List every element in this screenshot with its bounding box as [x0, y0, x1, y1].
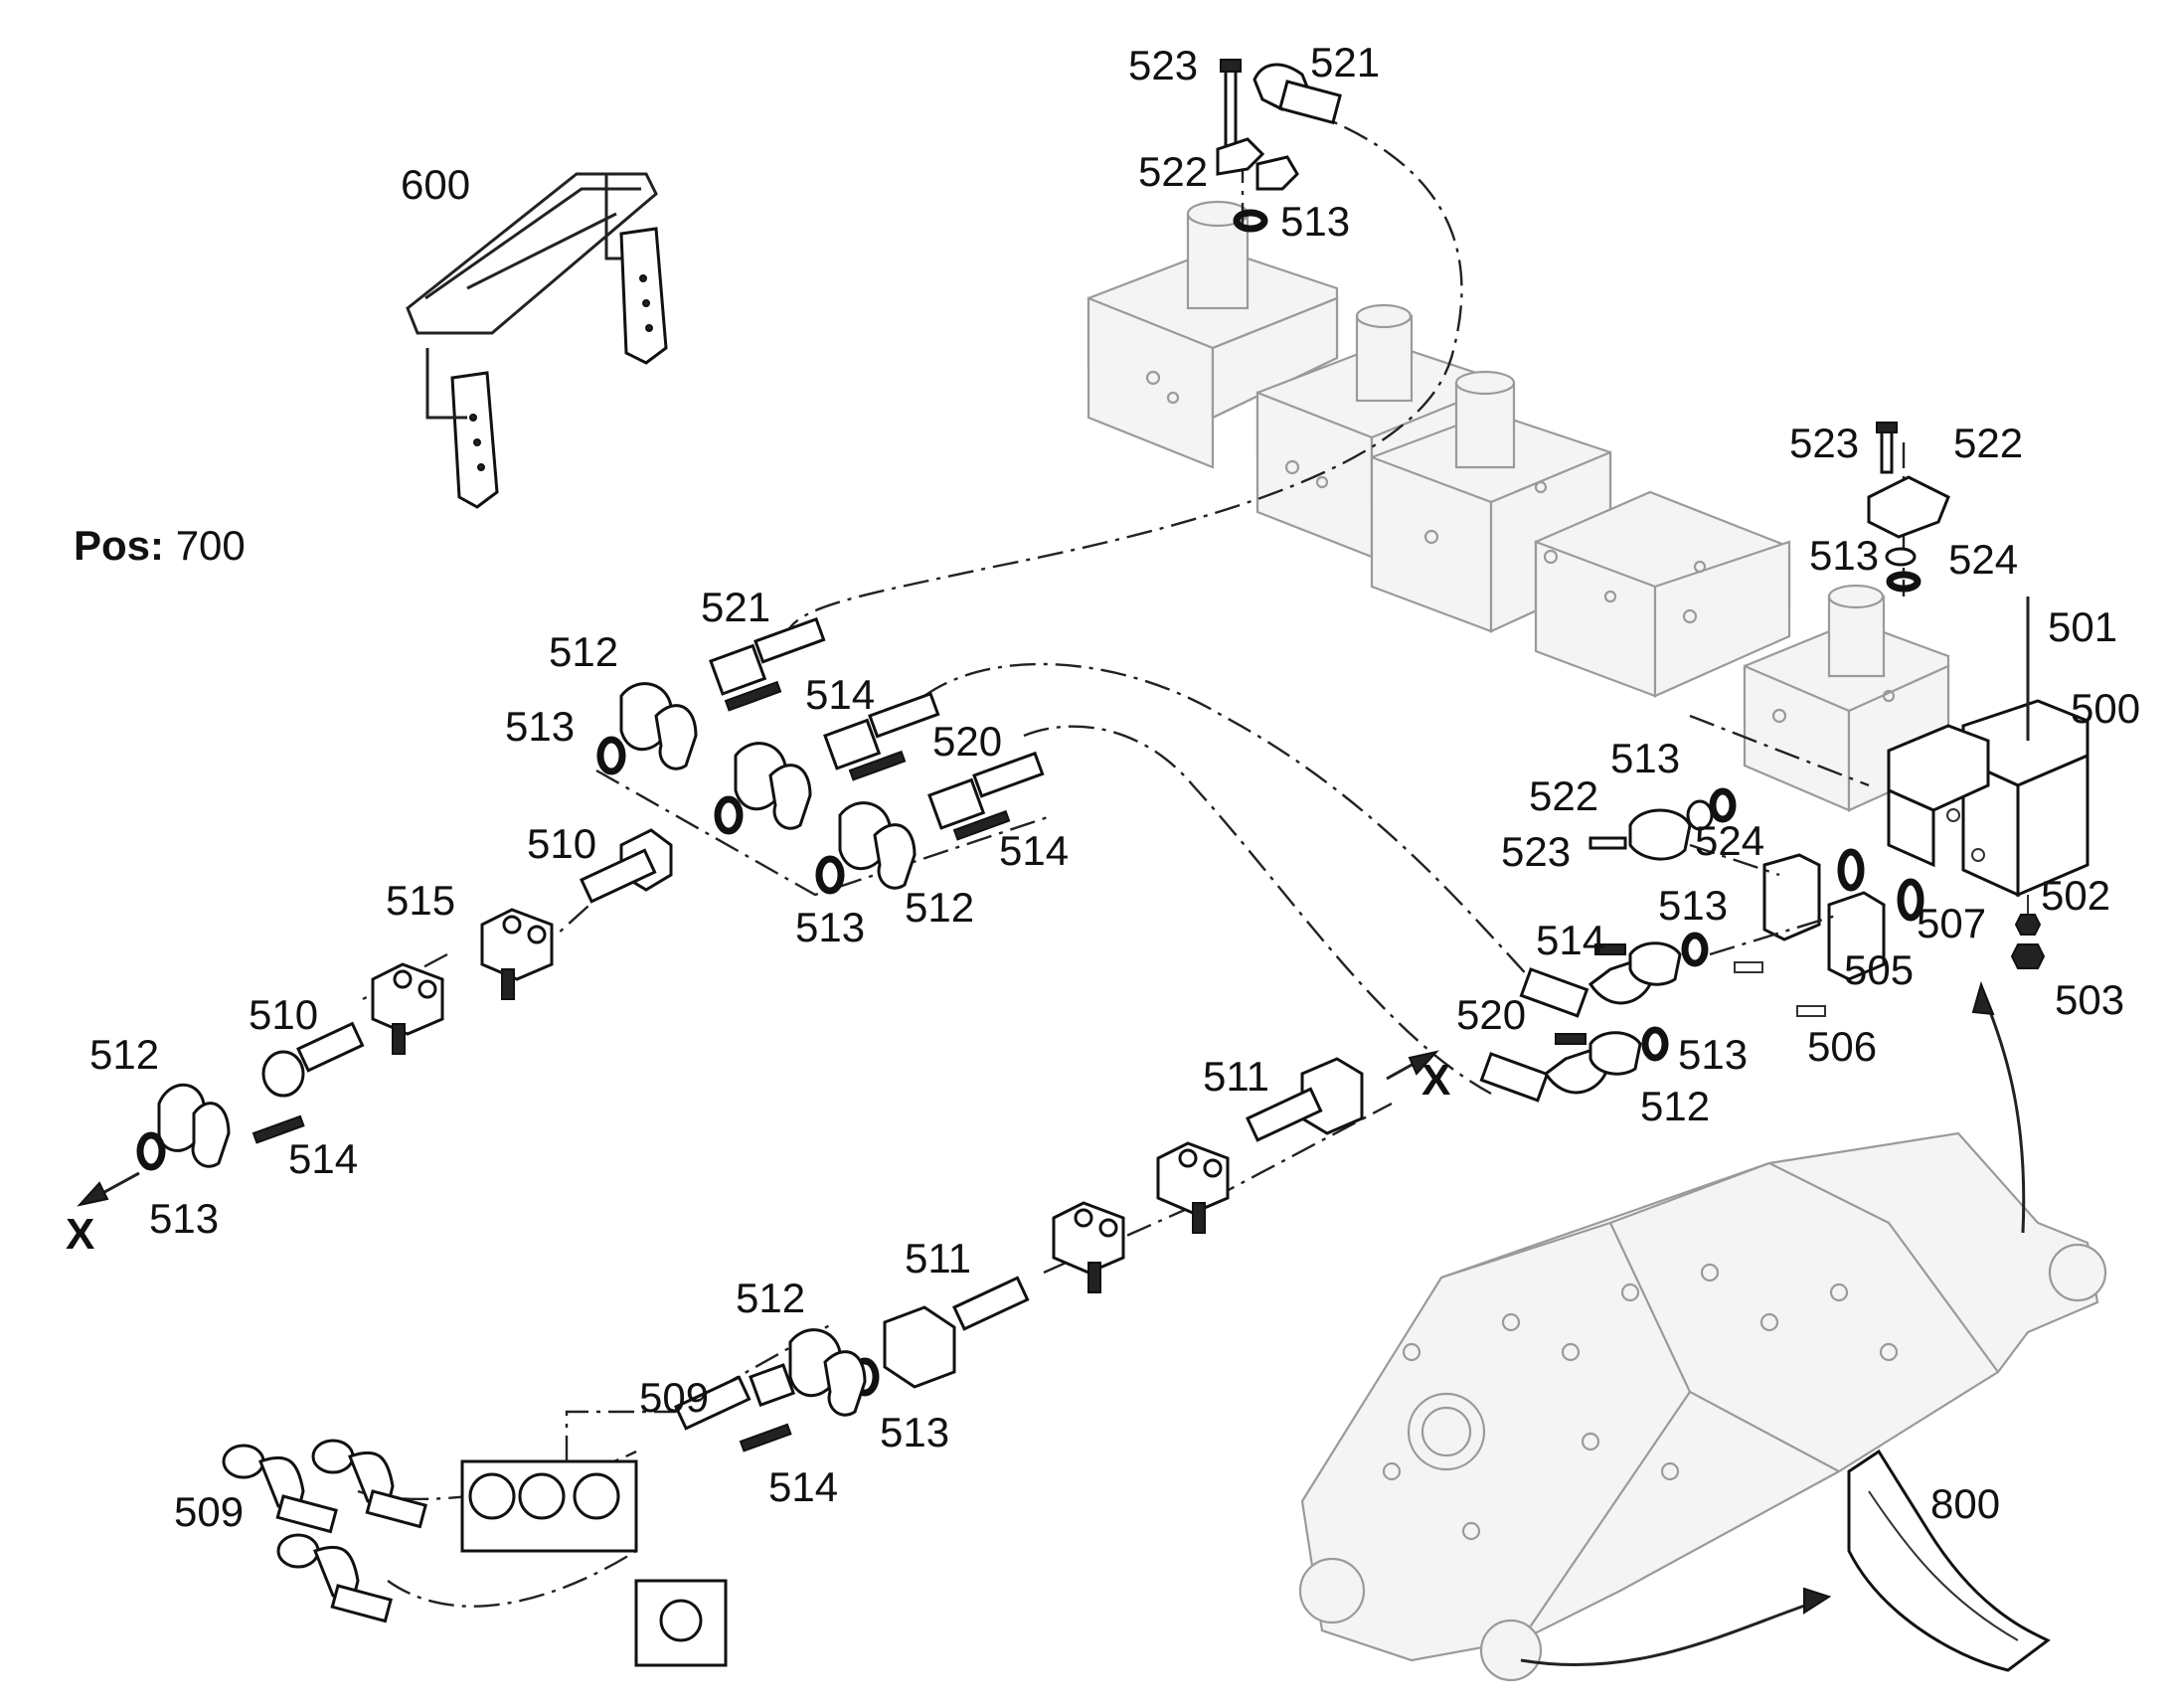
flange-pair	[1734, 848, 1924, 1017]
label-515: 515	[386, 877, 456, 924]
middle-right-fitting-group	[1588, 787, 1737, 861]
label-512-far-left: 512	[89, 1031, 160, 1078]
label-600: 600	[401, 161, 471, 208]
label-513-top: 513	[1280, 198, 1351, 245]
label-521-top: 521	[1310, 39, 1381, 85]
direction-arrows	[77, 1050, 1439, 1207]
label-502: 502	[2041, 872, 2111, 919]
x-marker-left: X	[66, 1210, 95, 1259]
label-523-mid-right: 523	[1501, 828, 1572, 875]
label-513-right: 513	[1809, 532, 1880, 579]
label-513-right-lower: 513	[1658, 882, 1729, 929]
boom-structure	[1298, 1131, 2107, 1682]
label-513-far-left: 513	[149, 1195, 220, 1242]
label-510-upper: 510	[527, 820, 597, 867]
label-509-left: 509	[174, 1488, 245, 1535]
left-upper-hose-ends	[596, 616, 1045, 895]
label-513-left-upper: 513	[505, 703, 576, 750]
right-top-fitting-group	[1867, 422, 1950, 593]
label-520-right: 520	[1456, 991, 1527, 1038]
label-514-right: 514	[1536, 917, 1606, 963]
label-505: 505	[1844, 946, 1915, 993]
valve-block-assembly	[1086, 200, 1950, 812]
left-pipe-run	[136, 828, 673, 1171]
label-514-left-upper: 514	[805, 671, 876, 718]
label-523-right: 523	[1789, 420, 1860, 466]
label-520-left: 520	[932, 718, 1003, 765]
label-513-bottom: 513	[880, 1409, 950, 1455]
label-511-center: 511	[905, 1235, 971, 1281]
handrail	[406, 172, 668, 509]
bottom-left-hoses	[222, 1410, 728, 1667]
label-512-bottom: 512	[736, 1275, 806, 1321]
label-512-right: 512	[1640, 1083, 1711, 1129]
label-800: 800	[1930, 1480, 2001, 1527]
label-511-right: 511	[1203, 1053, 1269, 1100]
label-524-mid-right: 524	[1695, 817, 1765, 864]
label-512-left-middle: 512	[905, 884, 975, 931]
label-523-top: 523	[1128, 42, 1199, 88]
x-marker-right: X	[1421, 1056, 1451, 1105]
label-512-left-upper: 512	[549, 628, 619, 675]
label-509-center: 509	[639, 1374, 710, 1421]
label-500: 500	[2071, 685, 2141, 732]
top-fitting-group	[1216, 59, 1342, 233]
label-514-left-middle: 514	[999, 827, 1070, 874]
position-value: 700	[175, 522, 246, 569]
position-prefix: Pos:	[74, 522, 165, 569]
label-513-left-lower: 513	[795, 904, 866, 950]
label-513-mid-right: 513	[1610, 735, 1681, 781]
label-522-right: 522	[1953, 420, 2024, 466]
guard-part	[1847, 1449, 2051, 1672]
reference-arrows	[1520, 980, 2026, 1667]
label-514-far-left: 514	[288, 1135, 359, 1182]
manifold-block	[1887, 597, 2089, 969]
label-524-right: 524	[1948, 536, 2019, 583]
position-note: Pos: 700	[74, 525, 246, 567]
label-513-right-bottom: 513	[1678, 1031, 1749, 1078]
center-pipe-run	[674, 1057, 1364, 1452]
label-507: 507	[1917, 900, 1987, 946]
label-522-mid-right: 522	[1529, 772, 1599, 819]
lower-right-elbows	[1479, 932, 1709, 1103]
label-522-top: 522	[1138, 148, 1209, 195]
label-501: 501	[2048, 603, 2118, 650]
label-506: 506	[1807, 1023, 1878, 1070]
label-503: 503	[2055, 976, 2125, 1023]
label-514-bottom: 514	[768, 1463, 839, 1510]
label-510-lower: 510	[249, 991, 319, 1038]
label-521-left: 521	[701, 584, 771, 630]
